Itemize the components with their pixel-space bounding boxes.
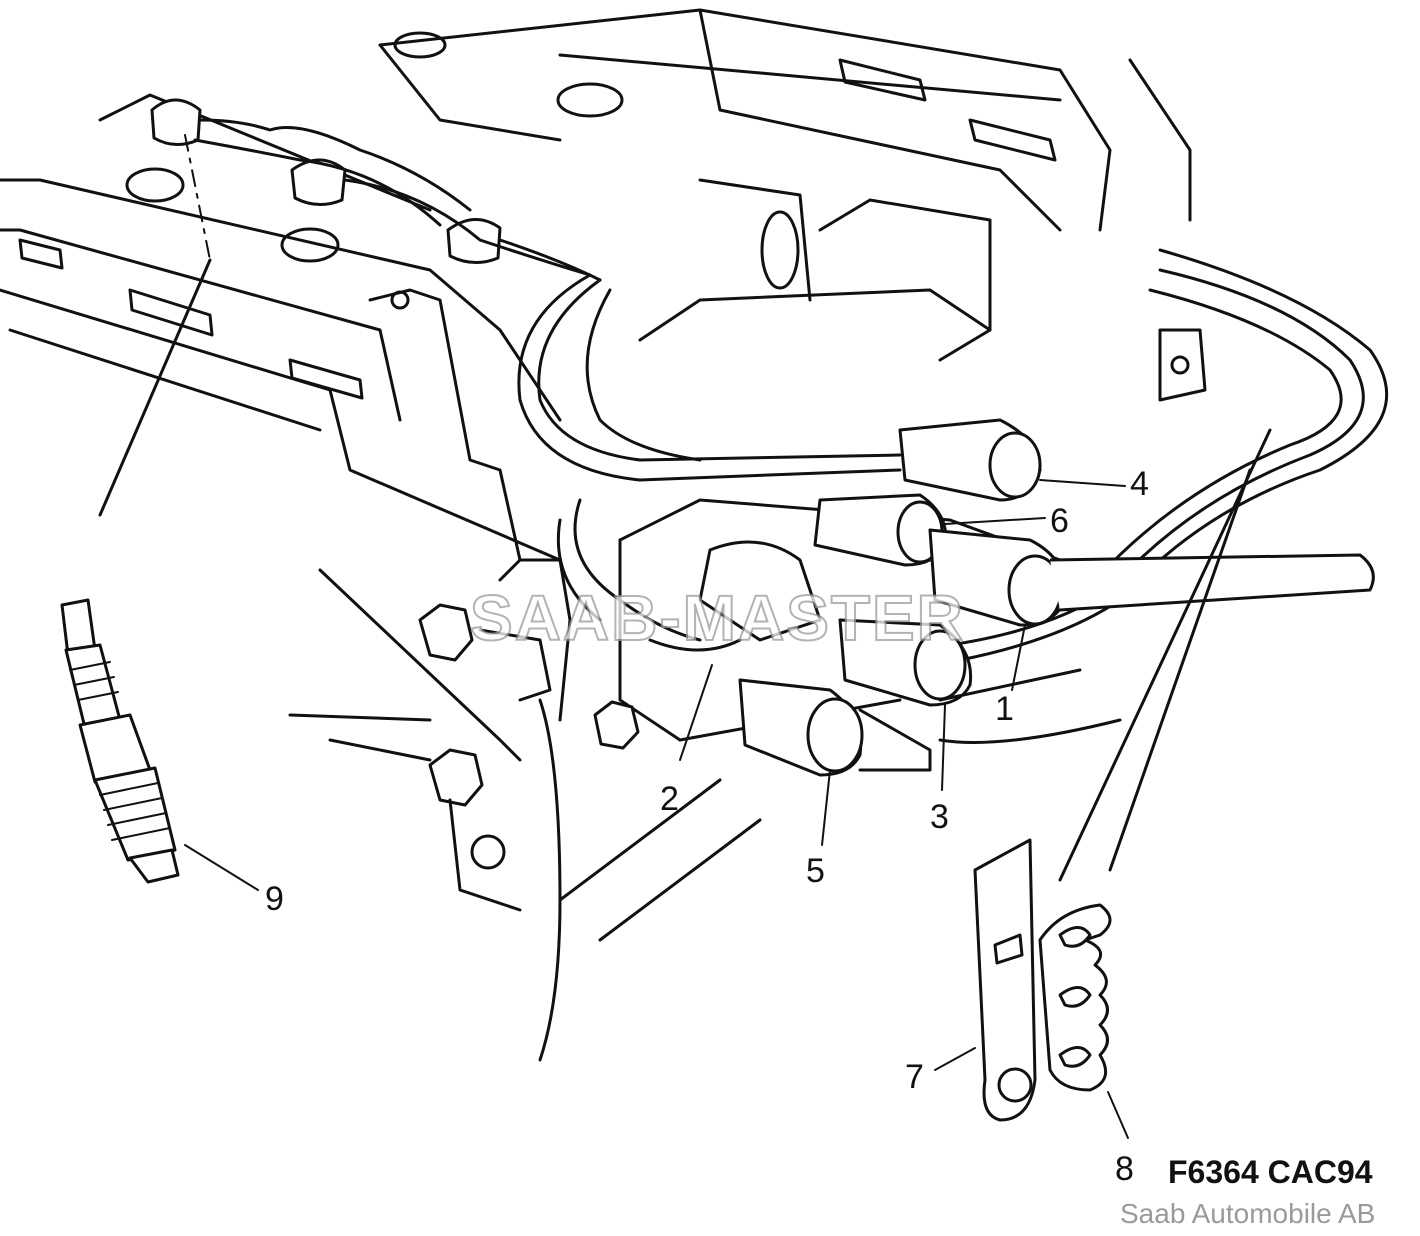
mounting-bracket [288,288,762,1062]
callout-7: 7 [905,1058,924,1096]
lead-connectors [648,418,1375,777]
valve-cover [0,93,562,562]
callout-8: 8 [1115,1150,1134,1188]
engine-cylinder-head [378,8,1192,232]
lead-holder-comb [1038,903,1112,1092]
copyright-text: Saab Automobile AB [1120,1198,1375,1229]
callout-2: 2 [660,780,679,818]
lead-clip-bracket [973,838,1037,1122]
callout-5: 5 [806,852,825,890]
upper-plug-caps [150,98,602,282]
ignition-lead-harness [517,248,1389,662]
figure-code: F6364 CAC94 [1168,1154,1373,1190]
callout-3: 3 [930,798,949,836]
callout-1: 1 [995,690,1014,728]
leader-lines [98,134,1272,1139]
callout-6: 6 [1050,502,1069,540]
spark-plug [60,598,180,884]
callout-4: 4 [1130,465,1149,503]
callout-9: 9 [265,880,284,918]
watermark-text: SAAB-MASTER [470,582,965,654]
